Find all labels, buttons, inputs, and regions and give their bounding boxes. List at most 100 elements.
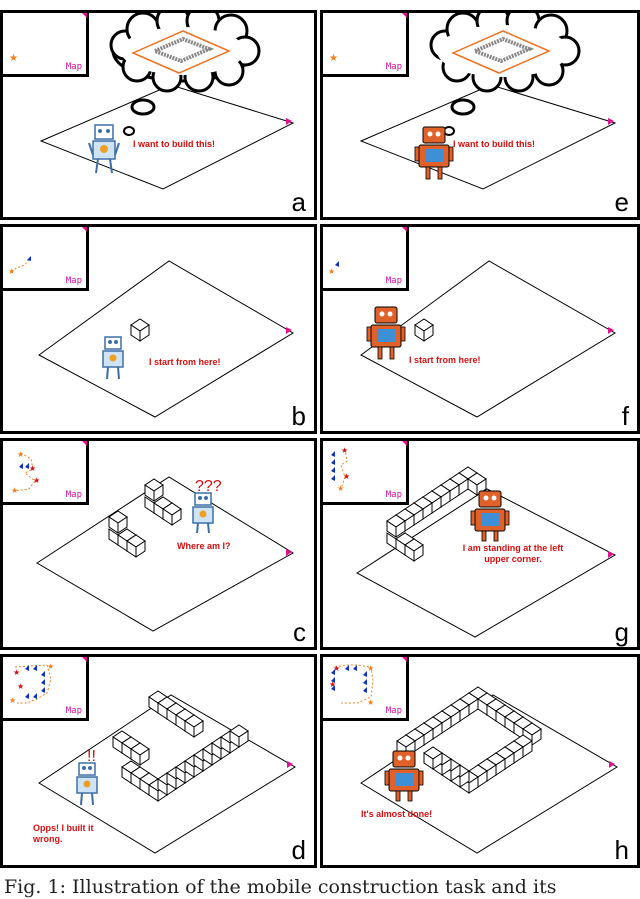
robot-icon [470, 490, 510, 542]
robot-sketch [76, 762, 98, 806]
block-icon [414, 318, 434, 342]
speech-text: It's almost done! [361, 809, 433, 819]
svg-text:★: ★ [11, 486, 18, 495]
trajectory-path: ★ ★ ★ ★ [9, 662, 54, 705]
svg-text:★: ★ [17, 450, 24, 459]
trajectory-path: ★ ★ ★ ★ [329, 664, 374, 707]
map-label: Map [65, 276, 82, 286]
svg-text:★: ★ [29, 464, 36, 473]
start-star-icon: ★ [329, 53, 338, 64]
map-label: Map [385, 706, 402, 716]
trajectory-path: ★ [8, 256, 31, 276]
target-structure [131, 30, 231, 74]
block-structure [112, 690, 249, 802]
goal-marker [609, 761, 615, 768]
speech-text: I am standing at the left upper corner. [462, 543, 564, 564]
map-label: Map [65, 62, 82, 72]
robot-sketch [102, 336, 124, 380]
svg-text:★: ★ [8, 267, 15, 276]
map-label: Map [385, 276, 402, 286]
block-stack-1 [108, 510, 146, 558]
goal-marker [286, 118, 292, 125]
map-corner-marker [81, 13, 87, 18]
ground-plane [360, 260, 616, 418]
robot-icon [414, 126, 454, 180]
speech-text: Where am I? [177, 541, 231, 551]
speech-text: I want to build this! [133, 139, 215, 149]
svg-text:★: ★ [17, 682, 24, 691]
goal-marker [287, 761, 293, 768]
minimap: Map ★ ★ ★ [323, 441, 409, 505]
robot-sketch [192, 492, 214, 534]
minimap: Map ★ [3, 13, 89, 77]
panel-g-scene [356, 466, 617, 638]
goal-marker [286, 327, 292, 334]
panel-c: Map ★ ★ ★ ★ ??? Where am I? c [0, 438, 317, 650]
target-structure [451, 30, 551, 74]
map-label: Map [65, 490, 82, 500]
speech-text: Opps! I built it wrong. [33, 823, 94, 844]
trajectory-path: ★ ★ ★ [331, 446, 350, 493]
map-label: Map [65, 706, 82, 716]
robot-icon [366, 306, 406, 360]
ground-plane [38, 694, 296, 854]
minimap: Map ★ ★ ★ ★ [3, 441, 89, 505]
panel-a-scene [39, 13, 295, 190]
svg-text:★: ★ [333, 664, 340, 673]
panel-letter: g [614, 617, 629, 647]
minimap: Map ★ [3, 227, 89, 291]
trajectory-path: ★ ★ ★ ★ [11, 450, 40, 495]
svg-text:★: ★ [367, 664, 374, 673]
goal-marker [286, 549, 292, 556]
panel-letter: d [291, 835, 306, 865]
speech-text: I start from here! [409, 355, 481, 365]
thought-bubble-large [450, 98, 476, 116]
map-corner-marker [81, 441, 87, 446]
thought-bubble-small [123, 126, 135, 136]
panel-letter: f [621, 401, 629, 431]
svg-text:★: ★ [329, 680, 336, 689]
map-corner-marker [401, 441, 407, 446]
panel-c-scene [36, 476, 294, 632]
ground-plane [39, 84, 295, 190]
panel-h-scene [360, 686, 618, 854]
panel-f: Map ★ I start from here! f [320, 224, 640, 434]
panel-e: Map ★ I want to build this! e [320, 10, 640, 220]
block-wall [386, 466, 487, 562]
panel-letter: b [291, 401, 306, 431]
svg-text:★: ★ [341, 446, 348, 455]
panel-d-scene [38, 690, 296, 854]
panel-g: Map ★ ★ ★ I am standing at the left uppe… [320, 438, 640, 650]
block-icon [130, 318, 150, 342]
map-corner-marker [401, 227, 407, 232]
minimap: Map ★ [323, 13, 409, 77]
goal-marker [608, 551, 614, 558]
panel-f-scene [360, 260, 616, 418]
thought-bubble-large [130, 98, 156, 116]
map-corner-marker [401, 13, 407, 18]
robot-sketch [88, 124, 120, 174]
ground-plane [36, 476, 294, 632]
minimap: Map ★ ★ ★ ★ [323, 657, 409, 721]
block-structure [396, 686, 542, 794]
exclamation-marks: !! [87, 748, 96, 765]
svg-text:★: ★ [9, 696, 16, 705]
map-corner-marker [81, 227, 87, 232]
svg-text:★: ★ [343, 472, 350, 481]
map-label: Map [385, 490, 402, 500]
map-corner-marker [401, 657, 407, 662]
svg-text:★: ★ [367, 698, 374, 707]
goal-marker [608, 118, 614, 125]
block-stack-2 [144, 478, 182, 526]
goal-marker [608, 327, 614, 334]
panel-letter: c [293, 617, 306, 647]
figure-caption: Fig. 1: Illustration of the mobile const… [4, 876, 557, 898]
panel-letter: a [291, 187, 306, 217]
panel-h: Map ★ ★ ★ ★ It's almost done! h [320, 654, 640, 868]
panel-letter: e [614, 187, 629, 217]
ground-plane [359, 84, 617, 190]
start-star-icon: ★ [9, 53, 18, 64]
panel-b: Map ★ I start from here! b [0, 224, 317, 434]
svg-text:★: ★ [337, 484, 344, 493]
ground-plane [356, 488, 617, 638]
